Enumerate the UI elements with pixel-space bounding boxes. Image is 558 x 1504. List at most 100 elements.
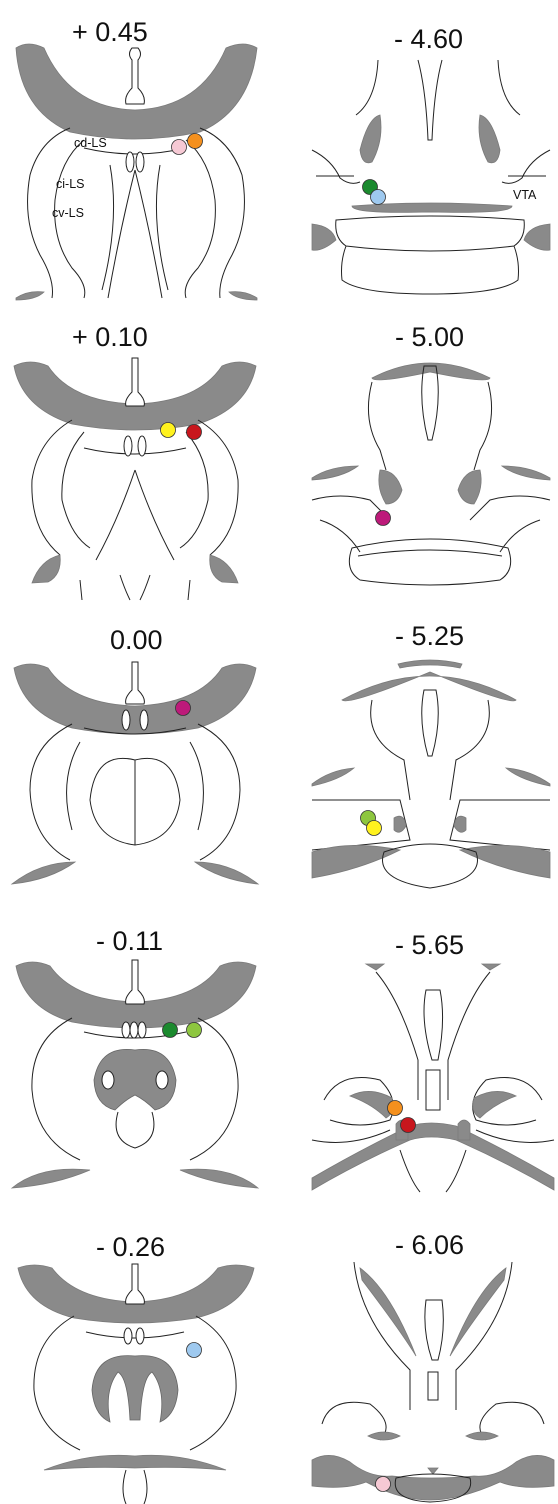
ventricle-line bbox=[84, 148, 186, 298]
lower-gray-right bbox=[460, 845, 550, 878]
gray-wing-right bbox=[524, 224, 550, 250]
region-label-vta: VTA bbox=[513, 188, 537, 202]
side-lines bbox=[312, 150, 550, 183]
pons-ring bbox=[349, 539, 510, 585]
panel-right-3: - 5.25 bbox=[312, 621, 550, 888]
panel-left-3: 0.00 bbox=[12, 625, 258, 884]
fornix-right bbox=[138, 436, 146, 456]
lower-gray-right bbox=[195, 862, 258, 884]
anterior-commissure-right bbox=[210, 555, 238, 583]
brainstem-outline bbox=[371, 690, 490, 800]
panel-right-2: - 5.00 bbox=[312, 322, 550, 585]
midline-septum bbox=[126, 662, 145, 704]
lower-gray-right bbox=[229, 292, 257, 300]
side-gray-left bbox=[312, 466, 358, 480]
injection-dot-pink bbox=[376, 1477, 391, 1492]
lower-gray-band bbox=[44, 1455, 226, 1470]
hypothalamus bbox=[116, 1112, 154, 1148]
fornix-right bbox=[136, 152, 144, 172]
lower-gray-right bbox=[180, 1169, 258, 1188]
lower-gray bbox=[312, 1455, 554, 1500]
outline-right bbox=[185, 128, 244, 298]
fornix-left bbox=[122, 1022, 130, 1038]
injection-dot-red bbox=[401, 1118, 416, 1133]
injection-dot-lightgreen bbox=[187, 1023, 202, 1038]
panel-left-1: + 0.45 cd-LS ci-LS cv-LS bbox=[16, 17, 257, 300]
lower-gray-left bbox=[16, 292, 44, 300]
panel-right-4: - 5.65 bbox=[312, 930, 554, 1192]
panel-left-4: - 0.11 bbox=[12, 926, 258, 1188]
lower-gray-left bbox=[312, 845, 400, 878]
lower-gray-left bbox=[12, 862, 75, 884]
side-gray-left bbox=[312, 768, 354, 786]
top-gray-arc bbox=[342, 672, 516, 701]
level-label-left-1: + 0.45 bbox=[72, 17, 148, 47]
lower-gray-x bbox=[312, 1123, 554, 1190]
panel-right-1: - 4.60 VTA bbox=[312, 24, 550, 294]
hypothalamus-lobes bbox=[90, 758, 180, 845]
fornix-left bbox=[124, 436, 132, 456]
injection-dot-pink bbox=[172, 140, 187, 155]
side-gray-right bbox=[502, 466, 550, 480]
middle-outline bbox=[312, 800, 550, 850]
region-label-ci-ls: ci-LS bbox=[56, 177, 84, 191]
level-label-right-5: - 6.06 bbox=[395, 1230, 464, 1260]
outline bbox=[32, 420, 238, 560]
midline-septum bbox=[126, 48, 145, 104]
panel-right-5: - 6.06 bbox=[312, 1230, 554, 1502]
injection-dot-lightblue bbox=[187, 1343, 202, 1358]
small-gray-right bbox=[458, 1120, 470, 1140]
injection-dot-green bbox=[163, 1023, 178, 1038]
level-label-right-1: - 4.60 bbox=[394, 24, 463, 54]
injection-dot-yellow bbox=[367, 821, 382, 836]
brainstem-outline bbox=[368, 366, 491, 470]
panel-left-5: - 0.26 bbox=[18, 1232, 254, 1504]
fornix-left bbox=[126, 152, 134, 172]
level-label-left-4: - 0.11 bbox=[96, 926, 163, 956]
gray-ovals bbox=[368, 1432, 498, 1440]
top-outline bbox=[354, 1262, 512, 1410]
fornix-left bbox=[122, 710, 130, 730]
gray-loop-right bbox=[473, 1091, 516, 1118]
injection-dot-lightblue bbox=[371, 190, 386, 205]
brainstem-outline bbox=[376, 972, 490, 1110]
top-gray-right bbox=[482, 964, 500, 970]
top-gray-bar bbox=[398, 660, 462, 668]
side-gray-right bbox=[506, 768, 550, 786]
lower-lines bbox=[80, 575, 190, 600]
gray-right bbox=[458, 470, 481, 504]
fornix-right bbox=[130, 1022, 138, 1038]
lower-body bbox=[336, 216, 525, 294]
panel-left-2: + 0.10 bbox=[14, 322, 256, 600]
side-lines bbox=[312, 496, 550, 552]
injection-dot-red bbox=[187, 425, 202, 440]
gray-loop-left bbox=[350, 1091, 393, 1118]
fornix-3 bbox=[138, 1022, 146, 1038]
thalamus-hole-right bbox=[156, 1071, 168, 1089]
injection-dot-orange bbox=[188, 134, 203, 149]
injection-dot-magenta bbox=[176, 701, 191, 716]
lower-lines bbox=[123, 1470, 147, 1504]
side-loops bbox=[322, 1402, 544, 1440]
level-label-right-2: - 5.00 bbox=[395, 322, 464, 352]
small-gray-top bbox=[428, 1468, 438, 1474]
level-label-left-3: 0.00 bbox=[110, 625, 163, 655]
level-label-left-5: - 0.26 bbox=[96, 1232, 165, 1262]
region-label-cd-ls: cd-LS bbox=[74, 136, 107, 150]
top-gray-left bbox=[366, 964, 384, 970]
midline-septum bbox=[126, 358, 145, 406]
gray-left bbox=[360, 115, 381, 163]
midline-septum bbox=[126, 1264, 145, 1304]
injection-dot-orange bbox=[388, 1101, 403, 1116]
fornix-left bbox=[124, 1328, 132, 1344]
midline-septum bbox=[126, 960, 145, 1004]
lower-gray-left bbox=[12, 1169, 90, 1188]
gray-right bbox=[479, 115, 500, 163]
injection-dot-yellow bbox=[161, 423, 176, 438]
hippocampus-gray bbox=[92, 1356, 178, 1422]
gray-wing-left bbox=[312, 224, 336, 250]
injection-dot-magenta bbox=[376, 511, 391, 526]
fornix-right bbox=[140, 710, 148, 730]
anterior-commissure-left bbox=[32, 555, 60, 583]
level-label-right-3: - 5.25 bbox=[395, 621, 464, 651]
